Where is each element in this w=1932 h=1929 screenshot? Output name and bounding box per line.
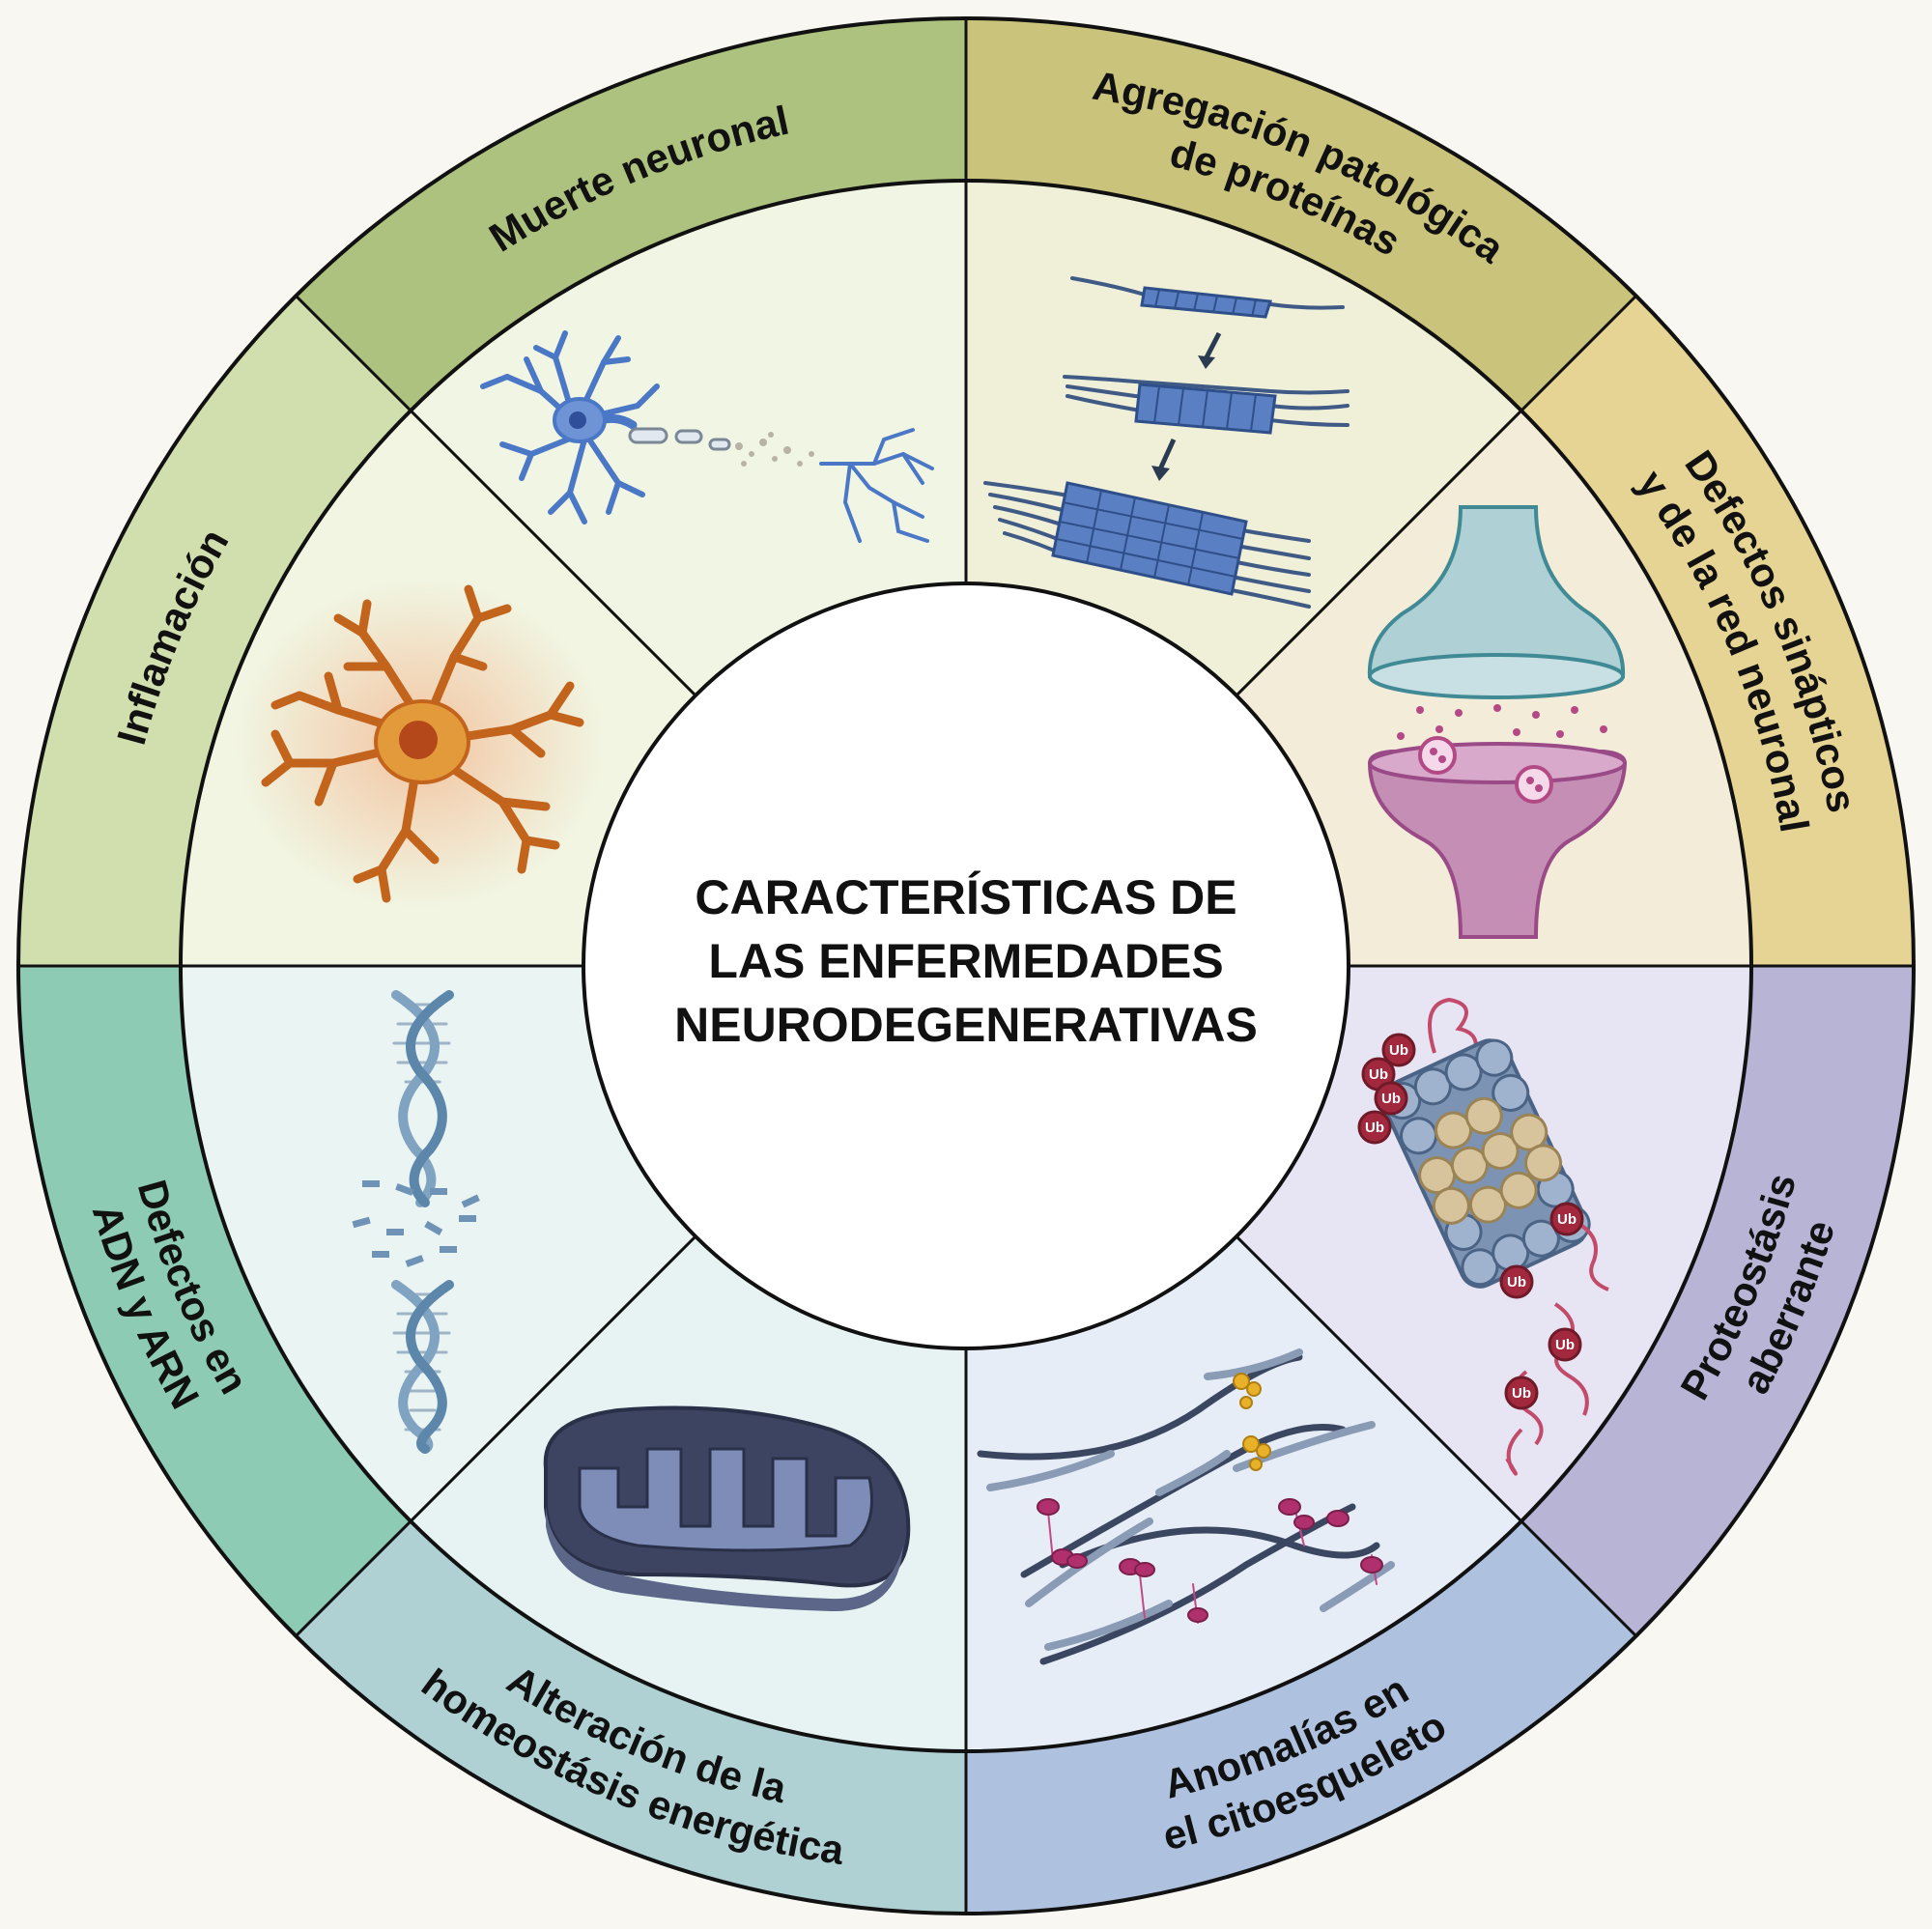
center-title-line-3: NEURODEGENERATIVAS [674, 998, 1258, 1052]
segment-band-proteostasis [1520, 966, 1914, 1636]
ub-tag-label: Ub [1507, 1274, 1526, 1291]
ub-tag-label: Ub [1512, 1385, 1531, 1402]
segment-divider [1235, 1234, 1637, 1637]
ubiquitin-tags [1357, 1033, 1584, 1410]
segment-band-inflammation [18, 296, 412, 967]
ub-tag-label: Ub [1389, 1042, 1408, 1059]
ub-tag-label: Ub [1381, 1091, 1401, 1107]
segment-band-protein_aggregation [966, 18, 1636, 411]
ub-tag-label: Ub [1369, 1066, 1388, 1083]
ub-tag-label: Ub [1365, 1120, 1384, 1136]
segment-divider [295, 1234, 697, 1637]
segment-band-dna_rna [18, 966, 412, 1636]
ub-tag-label: Ub [1557, 1211, 1577, 1228]
microglia-icon [237, 580, 604, 908]
segment-band-neuronal_death [296, 18, 967, 411]
ub-tag-label: Ub [1555, 1337, 1575, 1353]
dna-helix-icon [352, 990, 480, 1454]
protein-fibril-aggregation-icon [983, 276, 1350, 609]
segment-band-energy [296, 1520, 967, 1914]
center-title-line-2: LAS ENFERMEDADES [708, 934, 1223, 988]
segment-divider [295, 295, 697, 697]
degenerating-neuron-icon [480, 330, 934, 543]
segment-panel-cytoskeleton [966, 1236, 1521, 1751]
outer-ring [16, 16, 1916, 1915]
center-circle [582, 582, 1350, 1350]
segment-band-synaptic [1520, 296, 1914, 967]
segment-divider [1235, 295, 1637, 697]
synapse-icon [1367, 505, 1628, 939]
segment-band-cytoskeleton [966, 1520, 1636, 1914]
center-title-line-1: CARACTERÍSTICAS DE [695, 870, 1236, 924]
label-ring [179, 179, 1753, 1753]
proteasome-ubiquitin-icon: Ub Ub Ub Ub Ub Ub Ub Ub [1357, 997, 1609, 1476]
mitochondrion-icon [543, 1405, 911, 1612]
cytoskeleton-filaments-icon [977, 1348, 1395, 1665]
segment-panel-dna_rna [181, 966, 696, 1521]
